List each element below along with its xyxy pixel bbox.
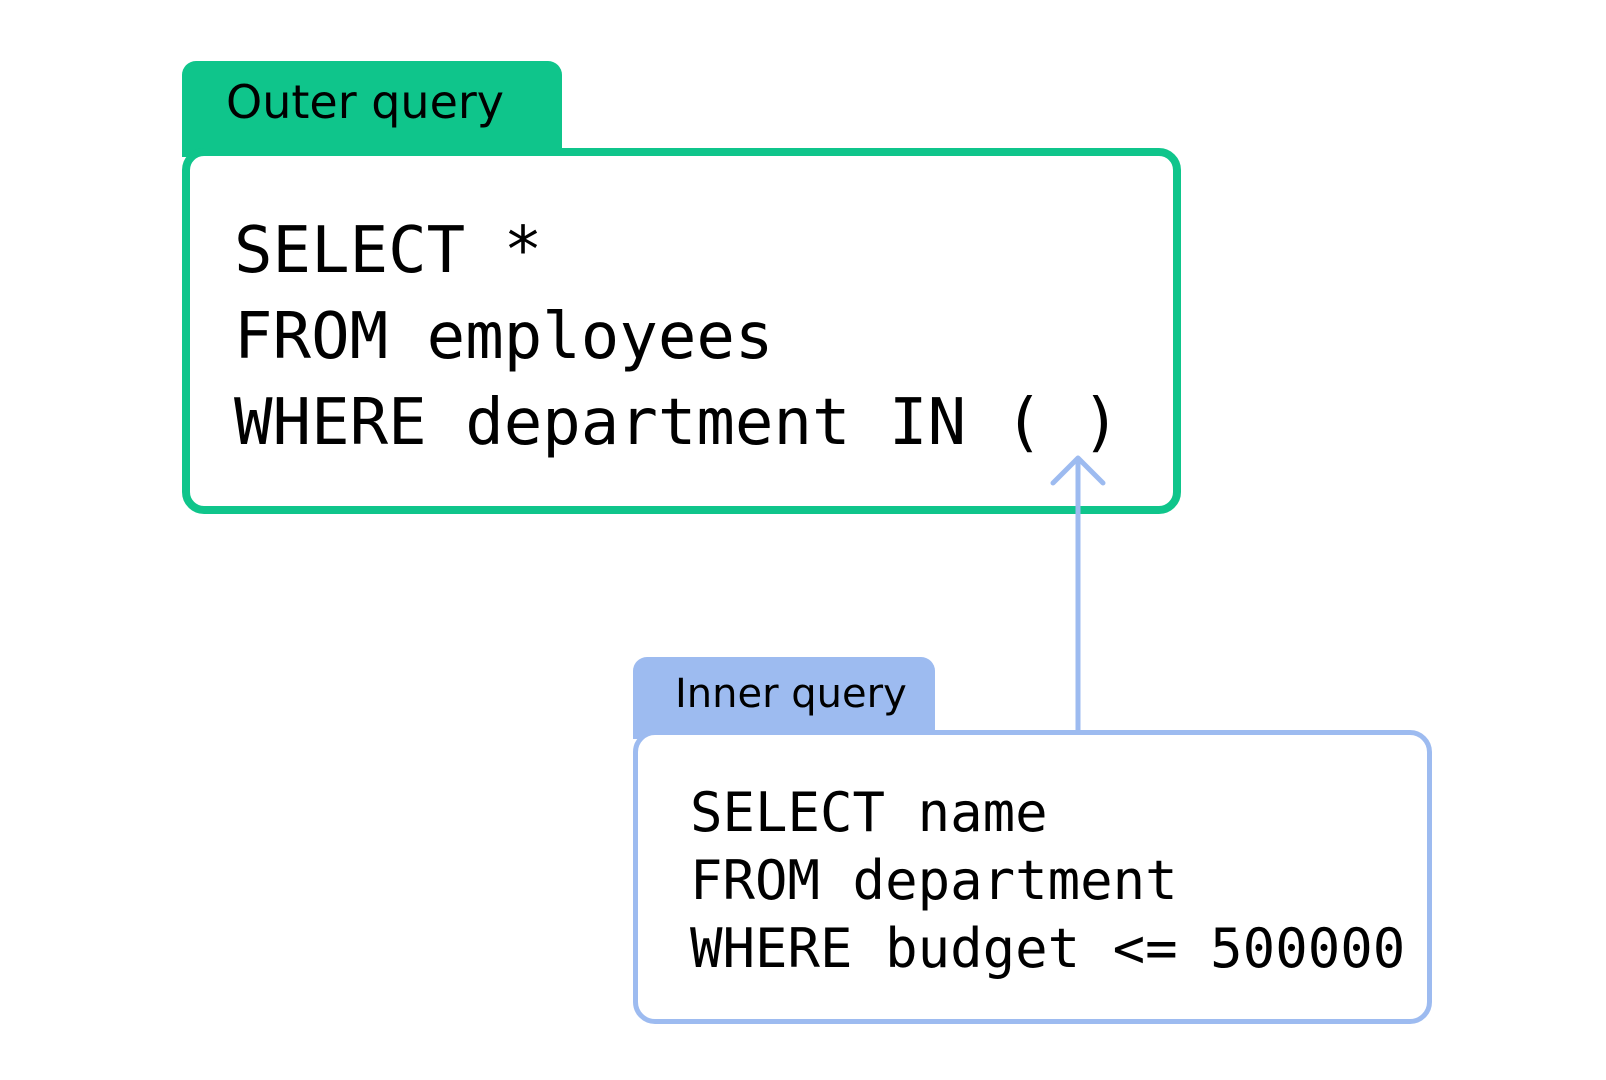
outer-query-line-2: FROM employees: [234, 300, 774, 374]
inner-query-line-3: WHERE budget <= 500000: [690, 917, 1406, 980]
outer-query-label: Outer query: [182, 61, 562, 157]
inner-query-line-1: SELECT name: [690, 781, 1048, 844]
inner-query-line-2: FROM department: [690, 849, 1178, 912]
outer-query-line-3: WHERE department IN ( ): [234, 386, 1121, 460]
inner-query-label: Inner query: [633, 657, 935, 739]
outer-query-line-1: SELECT *: [234, 214, 543, 288]
